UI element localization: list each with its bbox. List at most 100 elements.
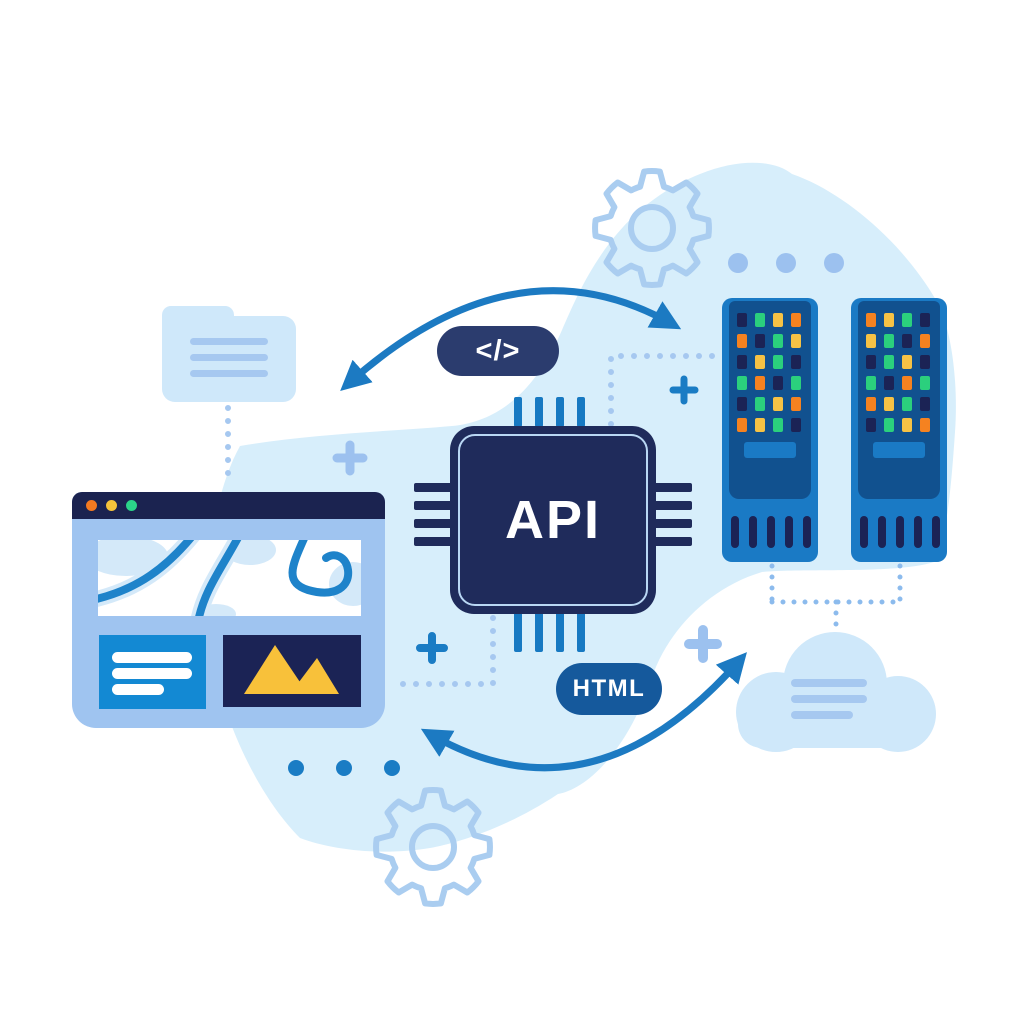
gear-icon-top (592, 168, 712, 288)
led-cell (866, 376, 876, 390)
folder-icon-body (162, 316, 296, 402)
led-cell (920, 418, 930, 432)
text-card-line (112, 652, 192, 663)
led-cell (737, 376, 747, 390)
led-cell (773, 313, 783, 327)
server-vent (767, 516, 775, 548)
server-vent (749, 516, 757, 548)
led-cell (866, 397, 876, 411)
server-vent (731, 516, 739, 548)
chip-pin-bottom (556, 612, 564, 652)
browser-titlebar (72, 492, 385, 519)
server-drive-slot (744, 442, 796, 458)
html-badge: HTML (556, 663, 662, 715)
led-cell (773, 334, 783, 348)
arrow-browser-cloud (420, 652, 747, 772)
led-cell (773, 397, 783, 411)
server-led-grid (737, 313, 801, 432)
dots-above-servers (728, 253, 844, 273)
chip-pin-bottom (535, 612, 543, 652)
led-cell (791, 334, 801, 348)
led-cell (755, 397, 765, 411)
led-cell (884, 334, 894, 348)
chip-inner-outline (458, 434, 648, 606)
led-cell (773, 355, 783, 369)
server-vent (878, 516, 886, 548)
chip-pin-right (654, 501, 692, 510)
led-cell (902, 376, 912, 390)
text-card-line (112, 684, 164, 695)
text-card (99, 635, 206, 709)
led-cell (773, 376, 783, 390)
dots-below-browser (288, 760, 400, 776)
server-vent (785, 516, 793, 548)
led-cell (902, 397, 912, 411)
api-chip-label: API (504, 490, 602, 550)
chip-pin-top (577, 397, 585, 427)
server-rack-1 (722, 298, 818, 562)
server-vent (896, 516, 904, 548)
chip-pin-bottom (577, 612, 585, 652)
led-cell (920, 397, 930, 411)
led-cell (755, 355, 765, 369)
chip-pin-left (414, 537, 452, 546)
led-cell (755, 313, 765, 327)
chip-pin-top (514, 397, 522, 427)
mountain-icon-large (244, 645, 308, 694)
led-cell (791, 397, 801, 411)
folder-text-line (190, 370, 268, 377)
server-panel (858, 301, 940, 499)
led-cell (866, 418, 876, 432)
folder-text-line (190, 338, 268, 345)
led-cell (773, 418, 783, 432)
led-cell (884, 397, 894, 411)
plus-mark-light-1 (332, 440, 368, 476)
server-rack-2 (851, 298, 947, 562)
code-badge: </> (437, 326, 559, 376)
led-cell (884, 313, 894, 327)
code-badge-label: </> (475, 334, 521, 367)
led-cell (791, 376, 801, 390)
map-roads (98, 540, 353, 616)
led-cell (920, 376, 930, 390)
led-cell (737, 418, 747, 432)
led-cell (902, 355, 912, 369)
arrow-browser-servers (340, 287, 682, 392)
cloud-text-lines (791, 679, 867, 719)
chip-pin-left (414, 519, 452, 528)
traffic-light-green (126, 500, 137, 511)
led-cell (755, 418, 765, 432)
cloud-icon (736, 632, 936, 752)
led-cell (920, 313, 930, 327)
led-cell (920, 334, 930, 348)
map-panel (98, 540, 361, 616)
led-cell (884, 355, 894, 369)
led-cell (737, 355, 747, 369)
traffic-light-orange (86, 500, 97, 511)
chip-pin-bottom (514, 612, 522, 652)
chip-pin-top (556, 397, 564, 427)
server-led-grid (866, 313, 930, 432)
server-vent (914, 516, 922, 548)
folder-text-line (190, 354, 268, 361)
gear-icon-bottom (373, 787, 493, 907)
led-cell (791, 313, 801, 327)
led-cell (866, 313, 876, 327)
chip-pin-top (535, 397, 543, 427)
api-chip: API (450, 426, 656, 614)
html-badge-label: HTML (572, 675, 646, 702)
led-cell (866, 334, 876, 348)
led-cell (737, 397, 747, 411)
led-cell (902, 418, 912, 432)
led-cell (902, 313, 912, 327)
led-cell (884, 376, 894, 390)
server-vent (860, 516, 868, 548)
plus-mark-light-2 (684, 625, 722, 663)
image-card (223, 635, 361, 707)
server-vent (803, 516, 811, 548)
led-cell (884, 418, 894, 432)
mountain-icon-small (290, 658, 339, 694)
led-cell (791, 418, 801, 432)
chip-pin-left (414, 501, 452, 510)
